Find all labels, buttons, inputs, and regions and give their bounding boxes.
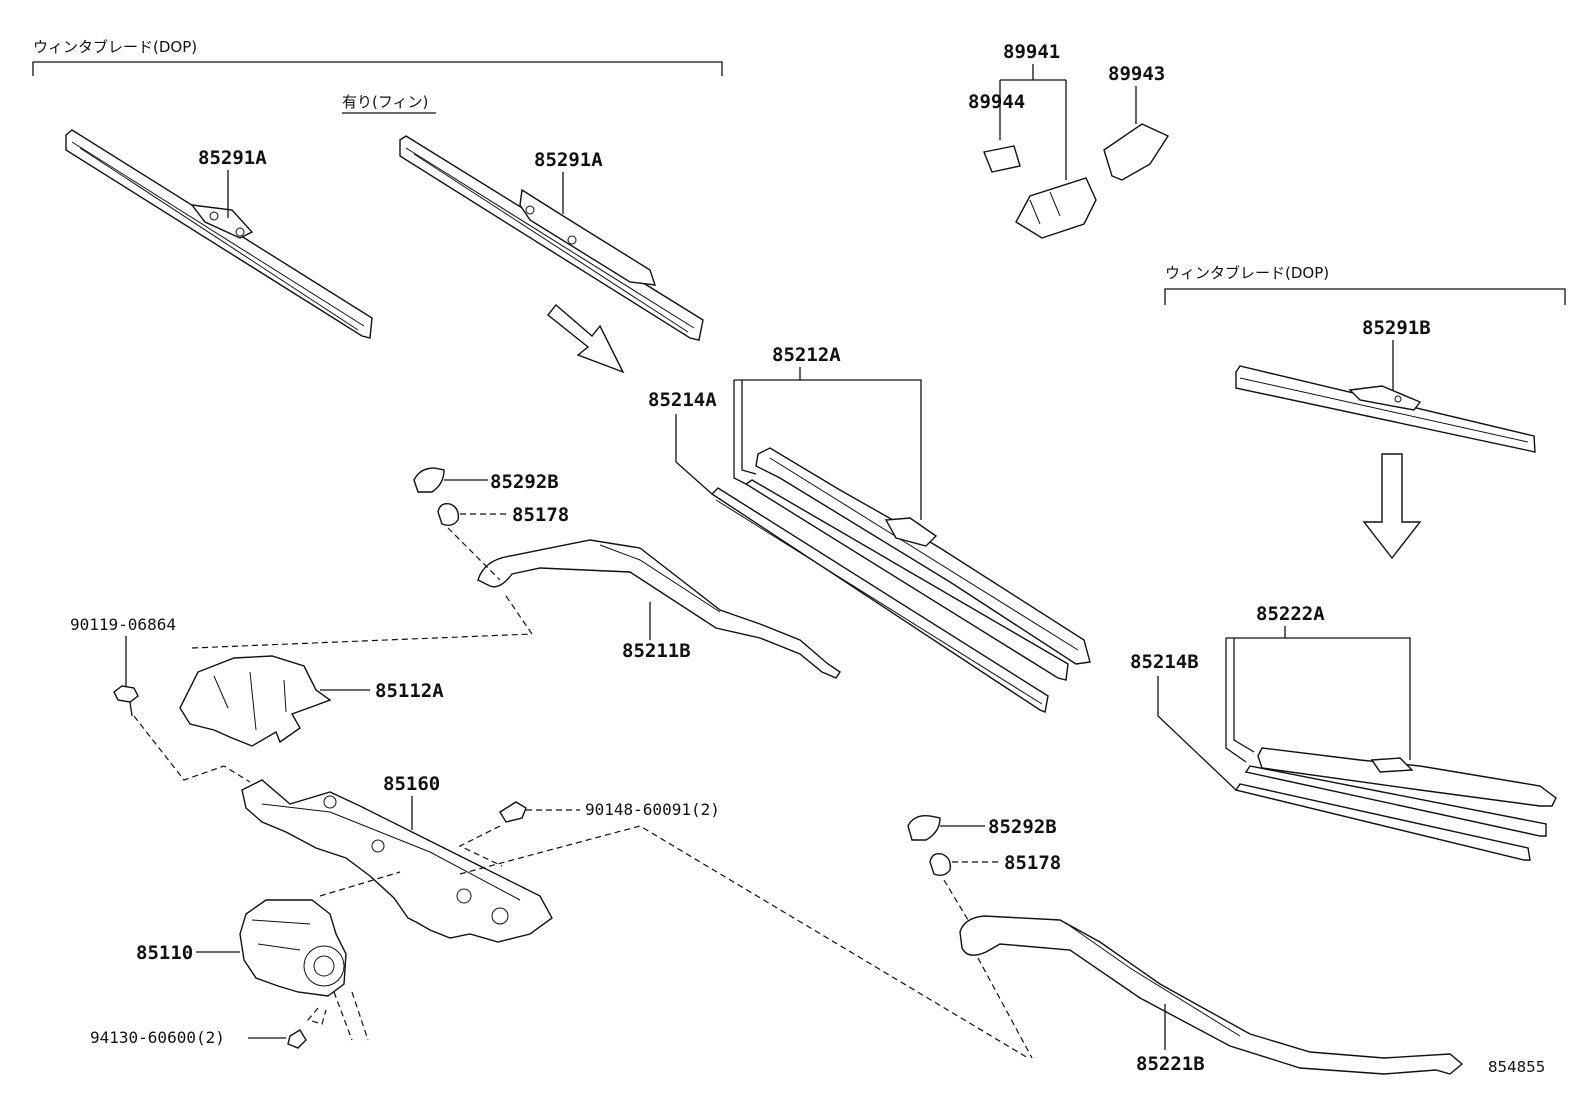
cover-85112A bbox=[179, 655, 332, 747]
label-85221B: 85221B bbox=[1136, 1053, 1205, 1075]
nut-85178-left bbox=[437, 502, 460, 527]
label-85214A: 85214A bbox=[648, 389, 717, 411]
bolt-90148 bbox=[499, 801, 527, 823]
label-85110: 85110 bbox=[136, 942, 193, 964]
parts-group-89941: 89941 89944 89943 bbox=[968, 41, 1170, 239]
label-85212A: 85212A bbox=[772, 344, 841, 366]
label-85160: 85160 bbox=[383, 773, 440, 795]
label-90148-60091: 90148-60091(2) bbox=[585, 800, 720, 819]
cap-85292B-left bbox=[413, 467, 445, 493]
clip-89941 bbox=[1015, 177, 1097, 239]
group-label-with-fin: 有り(フィン) bbox=[342, 93, 428, 111]
pad-89944 bbox=[983, 145, 1021, 173]
blade-assembly-85222A: 85222A 85214B bbox=[1130, 603, 1557, 861]
arrow-down-icon bbox=[1362, 453, 1422, 560]
arm-85221B bbox=[959, 915, 1464, 1075]
nut-85178-right bbox=[929, 852, 952, 877]
winter-blade-fin: 85291A bbox=[399, 135, 704, 341]
label-85222A: 85222A bbox=[1256, 603, 1325, 625]
winter-blade-right: 85291B bbox=[1235, 317, 1536, 453]
label-90119-06864: 90119-06864 bbox=[70, 615, 176, 634]
group-label-dop-left: ウィンタブレード(DOP) bbox=[33, 38, 197, 56]
arm-85211B bbox=[477, 539, 841, 679]
motor-85110 bbox=[239, 899, 347, 997]
cap-85292B-right bbox=[907, 815, 941, 841]
label-89944: 89944 bbox=[968, 91, 1025, 113]
bracket-with-fin: 有り(フィン) bbox=[342, 93, 436, 114]
label-85291A-fin: 85291A bbox=[534, 149, 603, 171]
group-label-dop-right: ウィンタブレード(DOP) bbox=[1165, 264, 1329, 282]
label-85291B: 85291B bbox=[1362, 317, 1431, 339]
label-85291A-left: 85291A bbox=[198, 147, 267, 169]
label-85178-left: 85178 bbox=[512, 504, 569, 526]
arm-group-left: 85292B 85178 85211B bbox=[413, 467, 841, 679]
linkage-assembly: 90119-06864 85112A 85160 90148-60091(2) bbox=[70, 615, 1029, 1059]
winter-blade-left: 85291A bbox=[65, 129, 373, 339]
arrow-down-right-icon bbox=[547, 303, 625, 374]
label-85292B-right: 85292B bbox=[988, 816, 1057, 838]
bolt-90119 bbox=[113, 685, 139, 703]
arm-group-right: 85292B 85178 85221B bbox=[907, 815, 1464, 1075]
label-85214B: 85214B bbox=[1130, 651, 1199, 673]
label-89943: 89943 bbox=[1108, 63, 1165, 85]
bracket-dop-left: ウィンタブレード(DOP) bbox=[32, 38, 723, 76]
bracket-dop-right: ウィンタブレード(DOP) bbox=[1164, 264, 1566, 305]
blade-assembly-85212A: 85212A 85214A bbox=[648, 344, 1091, 713]
linkage-85160 bbox=[241, 779, 553, 943]
label-85112A: 85112A bbox=[375, 680, 444, 702]
figure-reference-number: 854855 bbox=[1488, 1058, 1545, 1076]
label-94130-60600: 94130-60600(2) bbox=[90, 1028, 225, 1047]
cover-89943 bbox=[1103, 123, 1170, 181]
label-85178-right: 85178 bbox=[1004, 852, 1061, 874]
nut-94130 bbox=[287, 1029, 307, 1049]
label-89941: 89941 bbox=[1003, 41, 1060, 63]
label-85211B: 85211B bbox=[622, 640, 691, 662]
label-85292B-left: 85292B bbox=[490, 471, 559, 493]
